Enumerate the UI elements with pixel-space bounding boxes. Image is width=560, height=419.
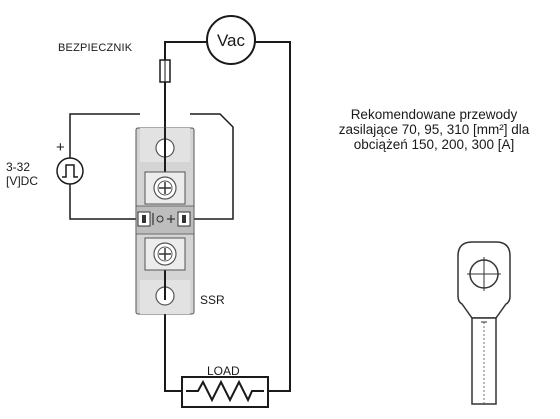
note-line-2: zasilające 70, 95, 310 [mm²] dla bbox=[338, 122, 530, 137]
control-terminals bbox=[137, 211, 191, 227]
fuse-icon bbox=[159, 59, 171, 83]
resistor-icon bbox=[181, 376, 269, 408]
ssr-label: SSR bbox=[200, 293, 225, 307]
note-line-1: Rekomendowane przewody bbox=[350, 107, 518, 122]
pulse-source-icon bbox=[56, 157, 84, 185]
source-voltage-label: 3-32 [V]DC bbox=[6, 160, 38, 188]
load-label: LOAD bbox=[207, 364, 240, 378]
voltmeter-label: Vac bbox=[217, 31, 246, 50]
source-plus-sign: + bbox=[56, 139, 65, 156]
source-voltage-range: 3-32 bbox=[6, 160, 31, 174]
power-wires bbox=[164, 41, 291, 392]
screw-icon bbox=[144, 171, 186, 205]
cable-lug-icon bbox=[457, 241, 511, 405]
fuse-label: BEZPIECZNIK bbox=[58, 42, 133, 54]
voltmeter-icon bbox=[206, 15, 256, 65]
cable-recommendation-note: Rekomendowane przewody zasilające 70, 95… bbox=[308, 107, 560, 152]
note-line-3: obciążeń 150, 200, 300 [A] bbox=[353, 137, 515, 152]
source-voltage-unit: [V]DC bbox=[6, 174, 39, 188]
screw-icon-lower bbox=[144, 237, 186, 271]
